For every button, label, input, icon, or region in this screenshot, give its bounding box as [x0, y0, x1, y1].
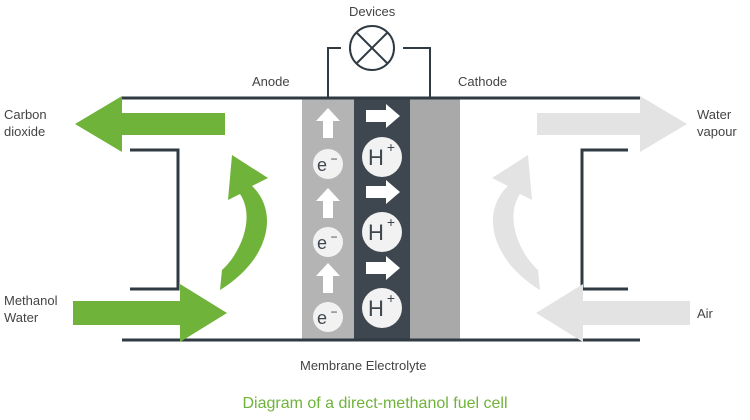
- anode-layer: [302, 98, 354, 340]
- proton-right-arrow-3: [366, 256, 400, 280]
- proton-particle-2: H +: [362, 212, 402, 252]
- svg-text:e: e: [317, 155, 327, 175]
- proton-particle-3: H +: [362, 288, 402, 328]
- svg-text:e: e: [317, 233, 327, 253]
- methanol-water-arrow: [73, 284, 227, 342]
- air-label: Air: [697, 306, 713, 321]
- cathode-chamber-bracket: [580, 148, 628, 291]
- curved-flow-arrow-green: [220, 155, 268, 290]
- electron-up-arrow-3: [316, 263, 340, 293]
- diagram-caption: Diagram of a direct-methanol fuel cell: [242, 395, 508, 412]
- water-vapour-arrow: [537, 96, 687, 152]
- svg-text:−: −: [330, 152, 337, 166]
- svg-text:e: e: [317, 308, 327, 328]
- air-arrow: [536, 284, 690, 342]
- proton-particle-1: H +: [362, 137, 402, 177]
- electron-up-arrow-1: [316, 108, 340, 138]
- svg-text:−: −: [330, 230, 337, 244]
- svg-text:+: +: [387, 214, 395, 230]
- svg-text:H: H: [368, 296, 384, 321]
- proton-right-arrow-2: [366, 180, 400, 204]
- electron-up-arrow-2: [316, 188, 340, 218]
- electron-particle-1: e −: [313, 149, 343, 179]
- svg-text:−: −: [330, 305, 337, 319]
- circuit-wire-left: [327, 47, 341, 100]
- devices-label: Devices: [349, 4, 396, 19]
- electron-particle-3: e −: [313, 302, 343, 332]
- svg-text:+: +: [387, 290, 395, 306]
- circuit-wire-right: [403, 47, 431, 100]
- anode-chamber-bracket: [130, 148, 180, 291]
- cathode-label: Cathode: [458, 74, 508, 89]
- proton-right-arrow-1: [366, 104, 400, 128]
- svg-text:H: H: [368, 220, 384, 245]
- anode-label: Anode: [252, 74, 290, 89]
- electron-particle-2: e −: [313, 227, 343, 257]
- device-lamp-icon: [349, 25, 395, 71]
- membrane-electrolyte-label: Membrane Electrolyte: [300, 358, 427, 373]
- carbon-dioxide-arrow: [75, 96, 225, 152]
- svg-text:H: H: [368, 145, 384, 170]
- cathode-layer: [410, 98, 460, 340]
- curved-flow-arrow-gray: [492, 155, 540, 290]
- svg-text:+: +: [387, 139, 395, 155]
- methanol-water-label: Methanol Water: [4, 293, 58, 325]
- water-vapour-label: Water vapour: [697, 107, 737, 139]
- carbon-dioxide-label: Carbon dioxide: [4, 107, 47, 139]
